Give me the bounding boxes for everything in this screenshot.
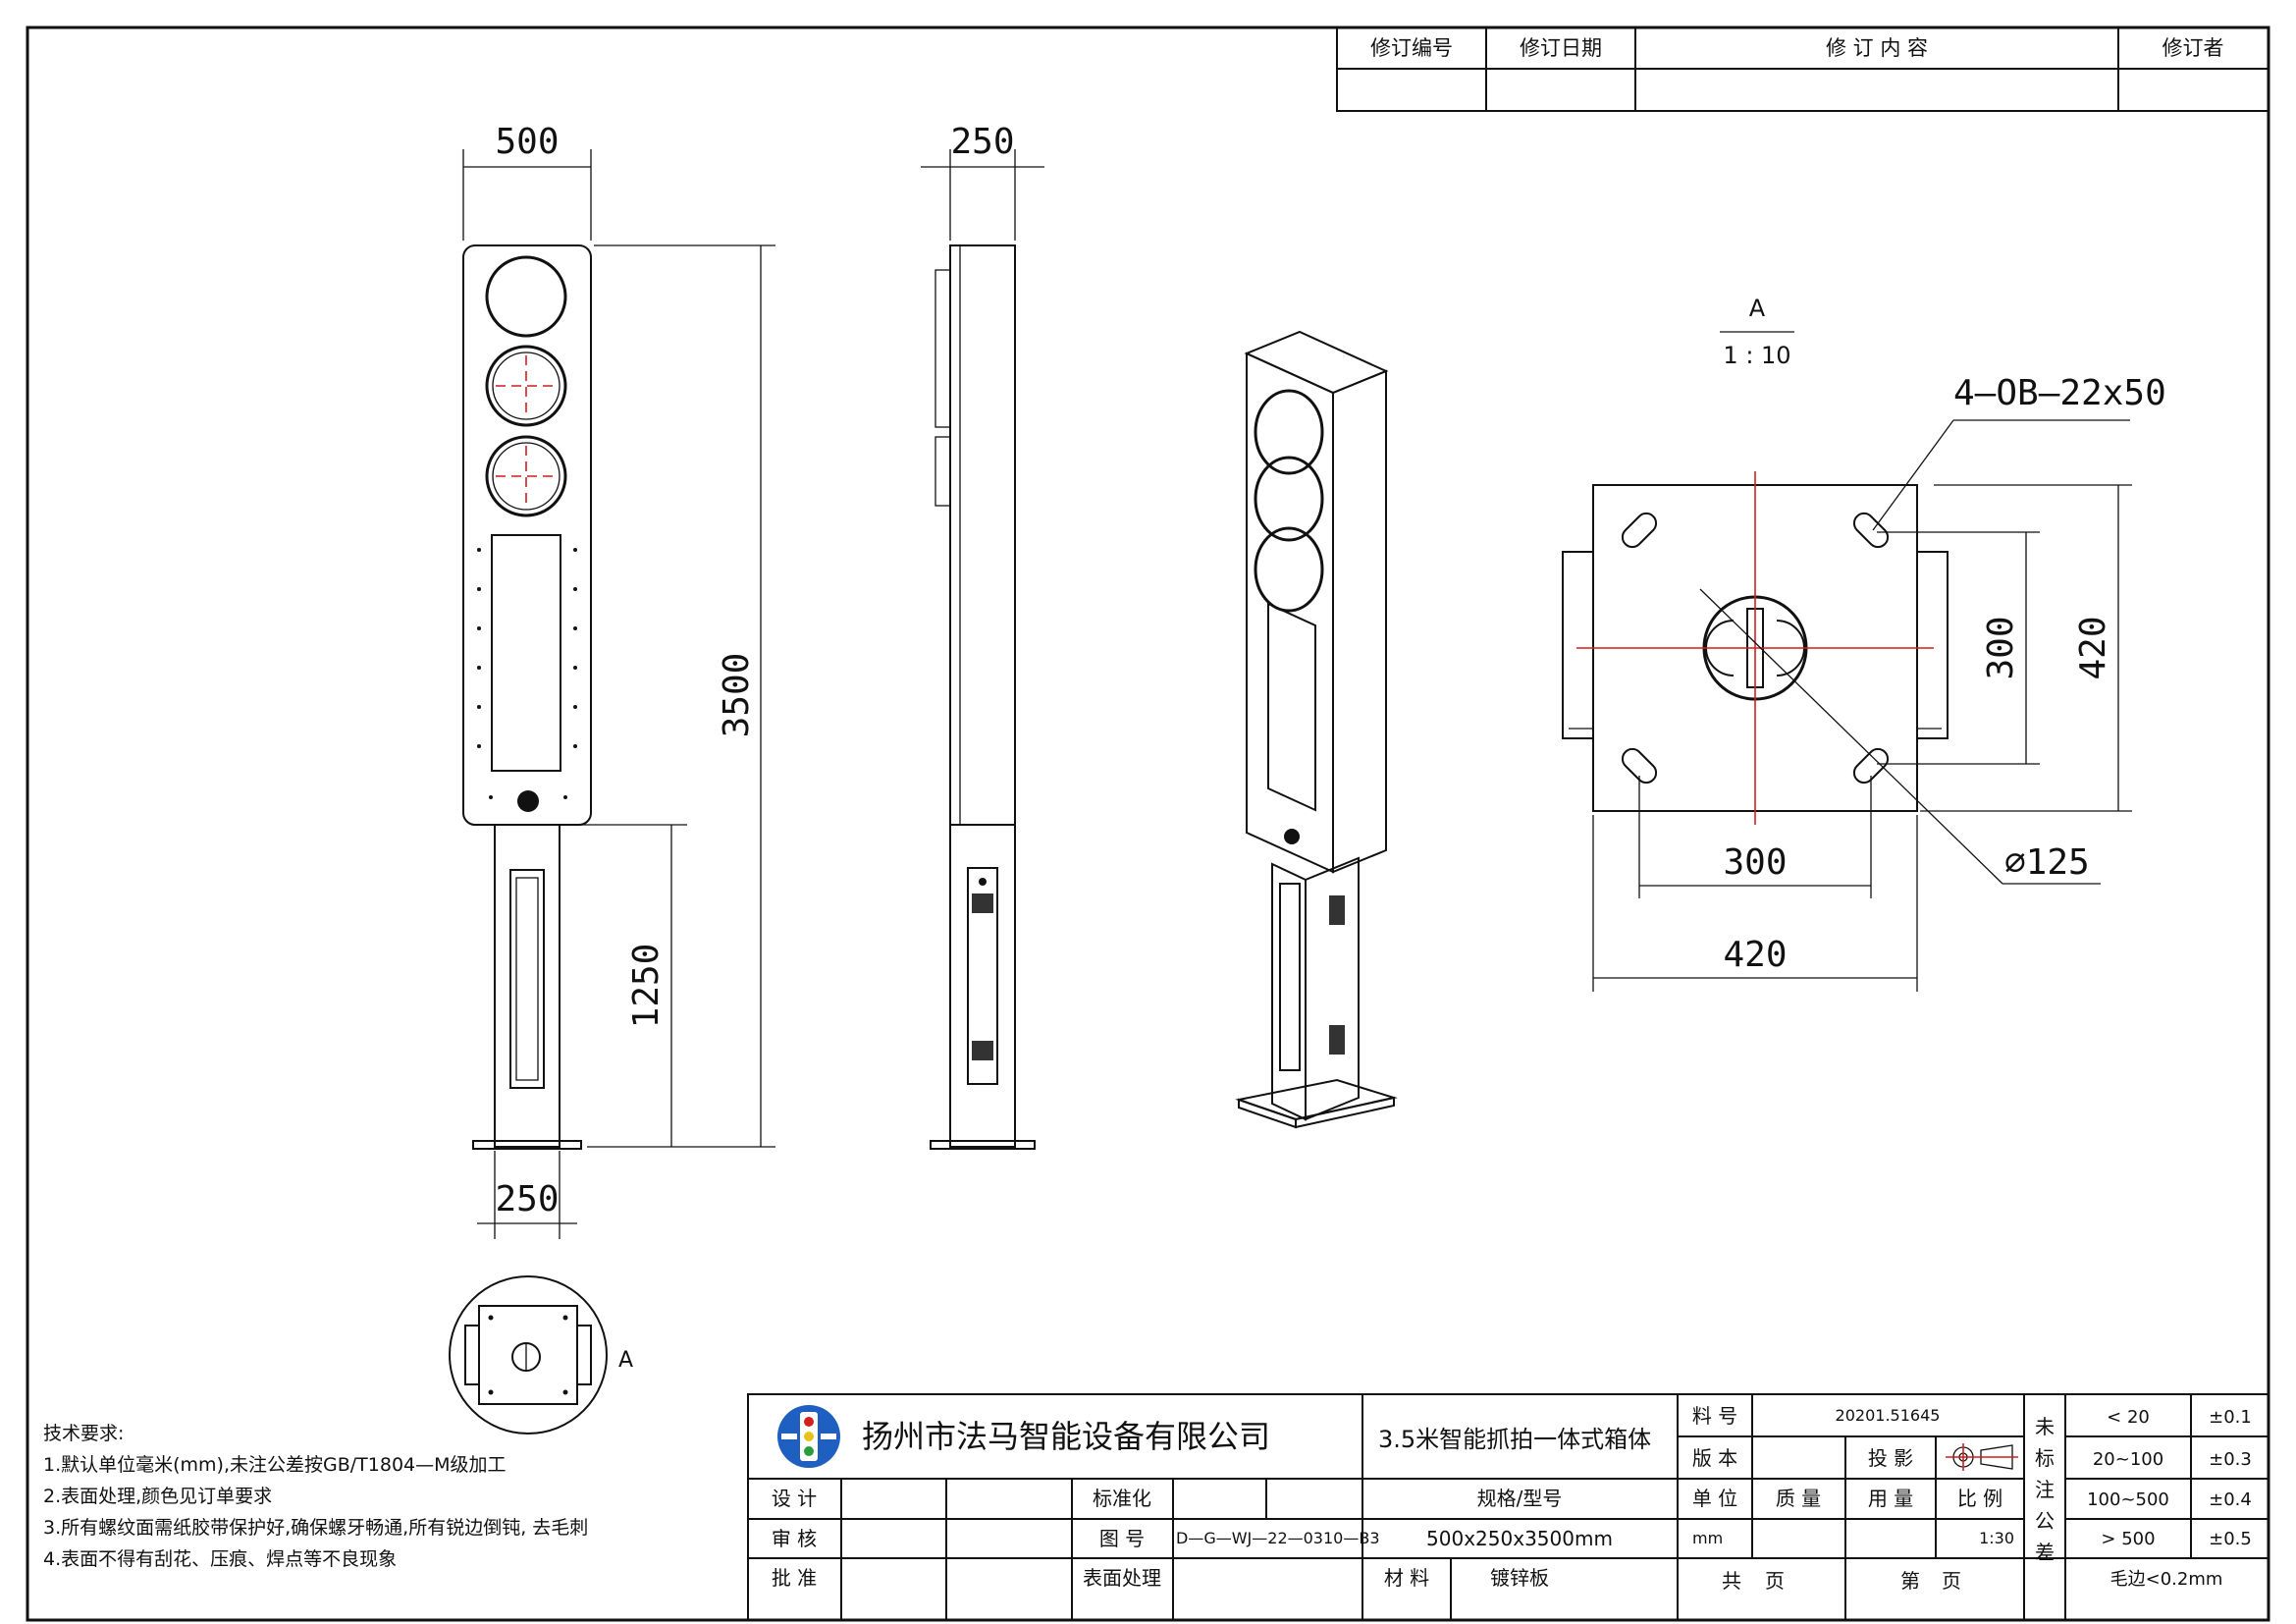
- side-pole: [949, 824, 1016, 1148]
- tech-req-item-1: 1.默认单位毫米(mm),未注公差按GB/T1804—M级加工: [43, 1454, 507, 1476]
- base-plan-small: A: [449, 1275, 633, 1435]
- label-projection: 投 影: [1868, 1446, 1913, 1470]
- rev-header-content: 修 订 内 容: [1826, 36, 1928, 60]
- label-part-no: 料 号: [1692, 1404, 1737, 1428]
- burr-note: 毛边<0.2mm: [2110, 1569, 2223, 1590]
- side-base-plate: [930, 1140, 1036, 1150]
- rev-header-reviser: 修订者: [2163, 36, 2224, 60]
- detail-a-label: A: [1749, 295, 1766, 322]
- side-pole-door: [967, 867, 998, 1085]
- rev-header-date: 修订日期: [1520, 36, 1602, 60]
- detail-a: A 1 : 10 4—OB—22x50 300: [1562, 295, 2166, 992]
- label-version: 版 本: [1692, 1446, 1737, 1470]
- front-light-bottom: [485, 435, 567, 517]
- dim-pole-width: 250: [495, 1179, 559, 1219]
- dim-detail-outer-h: 420: [1723, 935, 1787, 975]
- dim-detail-inner-v: 300: [1981, 616, 2021, 679]
- dim-detail-diameter: ⌀125: [2004, 842, 2090, 883]
- value-part-no: 20201.51645: [1836, 1406, 1941, 1425]
- tol-value-4: ±0.5: [2209, 1529, 2252, 1549]
- label-unit: 单 位: [1692, 1487, 1737, 1510]
- value-scale: 1:30: [1979, 1529, 2014, 1547]
- front-light-mid: [485, 345, 567, 427]
- label-drawing-no: 图 号: [1099, 1527, 1145, 1550]
- dim-detail-outer-v: 420: [2073, 616, 2113, 679]
- revision-table: 修订编号 修订日期 修 订 内 容 修订者: [1336, 27, 2269, 112]
- dim-front-height: 3500: [717, 653, 757, 738]
- label-spec: 规格/型号: [1477, 1487, 1563, 1510]
- label-total: 共: [1722, 1569, 1741, 1593]
- front-base-plate: [472, 1140, 582, 1150]
- svg-text:注: 注: [2035, 1478, 2055, 1501]
- isometric-view: [1235, 330, 1398, 1129]
- label-material: 材 料: [1384, 1566, 1429, 1590]
- front-light-top: [485, 255, 567, 338]
- value-drawing-no: D—G—WJ—22—0310—B3: [1176, 1529, 1380, 1547]
- value-unit: mm: [1692, 1529, 1723, 1547]
- front-display-window: [491, 534, 561, 772]
- tol-value-2: ±0.3: [2209, 1449, 2252, 1470]
- title-block: 扬州市法马智能设备有限公司 3.5米智能抓拍一体式箱体 设 计 审 核 批 准 …: [747, 1393, 2269, 1621]
- detail-a-hole-callout: 4—OB—22x50: [1953, 373, 2166, 413]
- product-name: 3.5米智能抓拍一体式箱体: [1378, 1426, 1651, 1453]
- detail-a-scale: 1 : 10: [1723, 342, 1790, 369]
- company-logo: [777, 1405, 840, 1468]
- svg-text:差: 差: [2035, 1541, 2055, 1564]
- tolerance-vertical-label: 未 标 注 公 差: [2035, 1415, 2055, 1564]
- drawing-frame: [26, 26, 2270, 1622]
- label-review: 审 核: [772, 1527, 817, 1550]
- label-sheet-pages: 页: [1942, 1569, 1961, 1593]
- svg-text:未: 未: [2035, 1415, 2055, 1438]
- base-plan-small-label: A: [618, 1348, 633, 1373]
- tech-req-item-3: 3.所有螺纹面需纸胶带保护好,确保螺牙畅通,所有锐边倒钝, 去毛刺: [43, 1517, 588, 1539]
- value-spec: 500x250x3500mm: [1426, 1527, 1613, 1550]
- front-camera-hole: [517, 790, 539, 812]
- label-mass: 质 量: [1776, 1487, 1821, 1510]
- dim-side-depth: 250: [950, 122, 1014, 162]
- label-usage: 用 量: [1868, 1487, 1913, 1510]
- front-pole-door: [509, 869, 545, 1089]
- label-surface: 表面处理: [1083, 1566, 1161, 1590]
- label-design: 设 计: [772, 1487, 817, 1510]
- rev-header-no: 修订编号: [1370, 36, 1453, 60]
- tol-value-3: ±0.4: [2209, 1489, 2252, 1510]
- tech-req-item-4: 4.表面不得有刮花、压痕、焊点等不良现象: [43, 1548, 397, 1570]
- tol-range-4: > 500: [2101, 1529, 2155, 1549]
- side-view: 250: [921, 122, 1044, 1150]
- dim-pole-height: 1250: [626, 944, 667, 1029]
- tech-req-item-2: 2.表面处理,颜色见订单要求: [43, 1486, 272, 1507]
- label-standardize: 标准化: [1093, 1487, 1151, 1510]
- front-pole: [494, 824, 561, 1148]
- dim-front-width: 500: [495, 122, 559, 162]
- tol-value-1: ±0.1: [2209, 1407, 2252, 1428]
- label-sheet: 第: [1900, 1569, 1920, 1593]
- tech-req-title: 技术要求:: [43, 1423, 124, 1444]
- label-pages: 页: [1765, 1569, 1785, 1593]
- tol-range-2: 20~100: [2093, 1449, 2163, 1470]
- label-approve: 批 准: [772, 1566, 817, 1590]
- label-scale: 比 例: [1957, 1487, 2002, 1510]
- value-material: 镀锌板: [1490, 1566, 1549, 1590]
- tech-requirements: 技术要求: 1.默认单位毫米(mm),未注公差按GB/T1804—M级加工 2.…: [43, 1423, 588, 1570]
- tol-range-1: < 20: [2107, 1407, 2150, 1428]
- tol-range-3: 100~500: [2087, 1489, 2169, 1510]
- projection-symbol-icon: [1946, 1443, 2018, 1471]
- dim-detail-inner-h: 300: [1723, 842, 1787, 883]
- svg-text:标: 标: [2035, 1446, 2055, 1470]
- front-view: 500 3500 1250 250: [462, 122, 775, 1239]
- company-name: 扬州市法马智能设备有限公司: [862, 1418, 1270, 1455]
- svg-text:公: 公: [2035, 1509, 2055, 1533]
